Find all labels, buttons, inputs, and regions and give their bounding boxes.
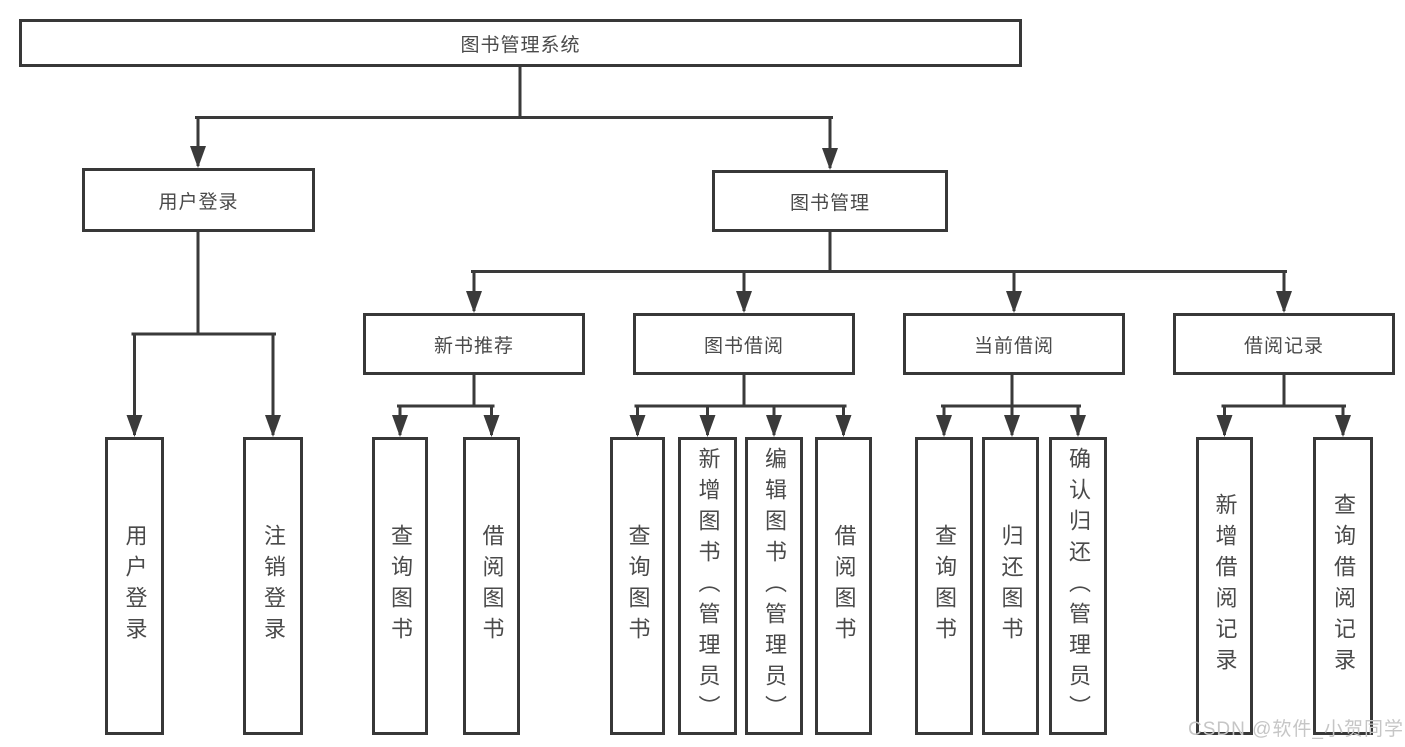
node-book-management-label: 图书管理 xyxy=(789,192,870,214)
leaf-borrow-books-recommend-label: 借阅图书 xyxy=(479,524,505,648)
leaf-edit-book-admin: 编辑图书（管理员） xyxy=(745,437,803,735)
leaf-logout: 注销登录 xyxy=(243,437,303,735)
node-borrowing-records: 借阅记录 xyxy=(1173,313,1395,375)
leaf-confirm-return-admin-label: 确认归还（管理员） xyxy=(1066,446,1091,726)
leaf-add-borrow-record: 新增借阅记录 xyxy=(1196,437,1253,735)
node-borrowing-records-label: 借阅记录 xyxy=(1243,335,1324,357)
leaf-query-books-borrowing-label: 查询图书 xyxy=(625,524,651,648)
leaf-query-books-current: 查询图书 xyxy=(915,437,973,735)
node-new-book-recommend: 新书推荐 xyxy=(363,313,585,375)
csdn-watermark: CSDN @软件_小贺同学 xyxy=(1188,719,1404,740)
leaf-query-books-borrowing: 查询图书 xyxy=(610,437,665,735)
node-current-borrowing: 当前借阅 xyxy=(903,313,1125,375)
node-user-login: 用户登录 xyxy=(82,168,315,232)
leaf-query-borrow-record-label: 查询借阅记录 xyxy=(1331,493,1356,679)
node-root-system: 图书管理系统 xyxy=(19,19,1022,67)
leaf-add-book-admin: 新增图书（管理员） xyxy=(678,437,737,735)
node-book-management: 图书管理 xyxy=(712,170,948,232)
leaf-add-book-admin-label: 新增图书（管理员） xyxy=(695,446,721,726)
leaf-borrow-books: 借阅图书 xyxy=(815,437,872,735)
leaf-user-login: 用户登录 xyxy=(105,437,164,735)
leaf-logout-label: 注销登录 xyxy=(261,524,286,648)
leaf-query-borrow-record: 查询借阅记录 xyxy=(1313,437,1373,735)
leaf-borrow-books-recommend: 借阅图书 xyxy=(463,437,520,735)
leaf-user-login-label: 用户登录 xyxy=(122,524,148,648)
node-current-borrowing-label: 当前借阅 xyxy=(973,335,1054,357)
leaf-query-books-recommend-label: 查询图书 xyxy=(388,524,413,648)
leaf-confirm-return-admin: 确认归还（管理员） xyxy=(1049,437,1107,735)
node-book-borrowing: 图书借阅 xyxy=(633,313,855,375)
node-user-login-label: 用户登录 xyxy=(158,191,239,213)
leaf-return-books: 归还图书 xyxy=(982,437,1039,735)
leaf-borrow-books-label: 借阅图书 xyxy=(831,524,857,648)
node-new-book-recommend-label: 新书推荐 xyxy=(433,335,514,357)
leaf-query-books-current-label: 查询图书 xyxy=(932,524,957,648)
leaf-query-books-recommend: 查询图书 xyxy=(372,437,428,735)
leaf-return-books-label: 归还图书 xyxy=(998,524,1024,648)
leaf-add-borrow-record-label: 新增借阅记录 xyxy=(1212,493,1238,679)
leaf-edit-book-admin-label: 编辑图书（管理员） xyxy=(762,446,787,726)
tree-arrow-lines xyxy=(126,117,1351,437)
node-root-label: 图书管理系统 xyxy=(460,34,581,56)
node-book-borrowing-label: 图书借阅 xyxy=(703,335,784,357)
